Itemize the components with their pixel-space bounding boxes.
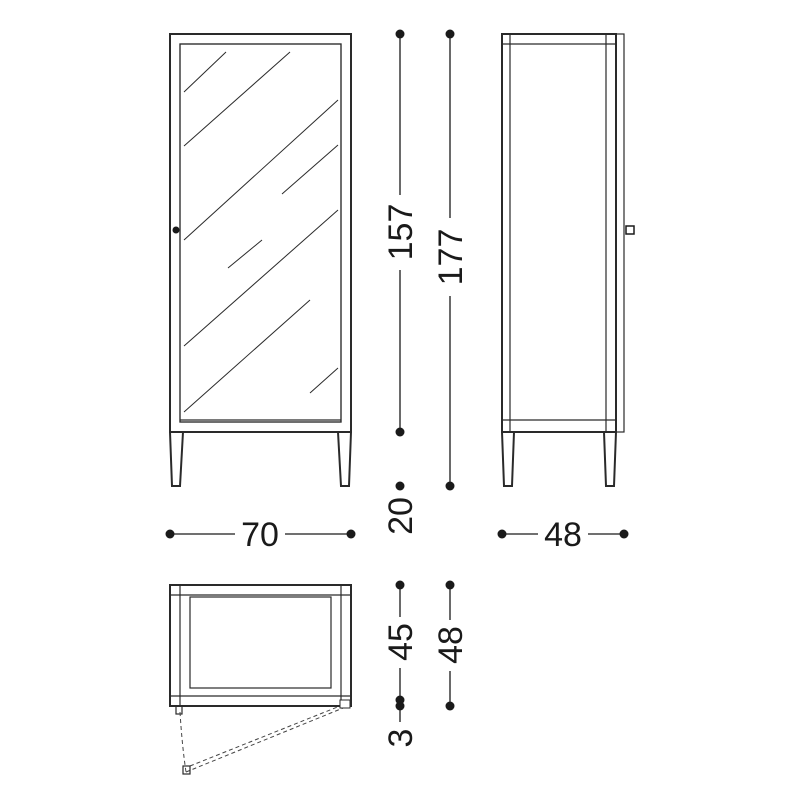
side-view	[501, 33, 635, 487]
side-knob-icon	[625, 225, 635, 235]
dim-157-label: 157	[382, 204, 420, 261]
door-open-outer	[185, 705, 349, 773]
front-view	[169, 33, 352, 487]
dimension-door-offset: 3	[382, 700, 420, 747]
dimension-side-depth: 48	[497, 516, 629, 554]
dim-48-plan-label: 48	[432, 626, 470, 664]
dim-48-side-label: 48	[544, 516, 582, 554]
dimension-inner-depth: 45	[382, 580, 420, 705]
dimension-front-width: 70	[165, 516, 356, 554]
front-outer-frame	[169, 33, 352, 433]
dimension-outer-depth: 48	[432, 580, 470, 711]
dim-endpoint-dot	[395, 481, 405, 491]
front-right-leg	[337, 431, 352, 487]
front-glass-panel	[179, 43, 342, 423]
front-inner-frame	[179, 43, 342, 423]
plan-view	[169, 584, 352, 775]
door-open-knob-icon	[182, 765, 191, 775]
side-right-leg	[603, 431, 617, 487]
side-left-leg	[501, 431, 515, 487]
dim-177-label: 177	[432, 229, 470, 286]
dimension-leg-height: 20	[382, 481, 420, 535]
dim-45-label: 45	[382, 623, 420, 661]
dim-20-label: 20	[382, 497, 420, 535]
dimension-glass-height: 157	[382, 29, 420, 437]
dim-3-label: 3	[382, 729, 420, 748]
dim-70-label: 70	[241, 516, 279, 554]
front-left-leg	[169, 431, 184, 487]
glass-reflection-lines	[183, 51, 339, 413]
plan-hinge-icon	[175, 705, 183, 715]
door-knob-icon	[172, 226, 180, 234]
plan-outer-frame	[169, 584, 352, 707]
side-door-profile	[615, 33, 625, 433]
door-pivot-icon	[339, 699, 351, 709]
door-open-inner	[189, 705, 341, 767]
dimension-total-height: 177	[432, 29, 470, 491]
side-outer-frame	[501, 33, 617, 433]
door-swing-arc	[179, 711, 187, 773]
plan-inner-frame	[189, 596, 332, 689]
